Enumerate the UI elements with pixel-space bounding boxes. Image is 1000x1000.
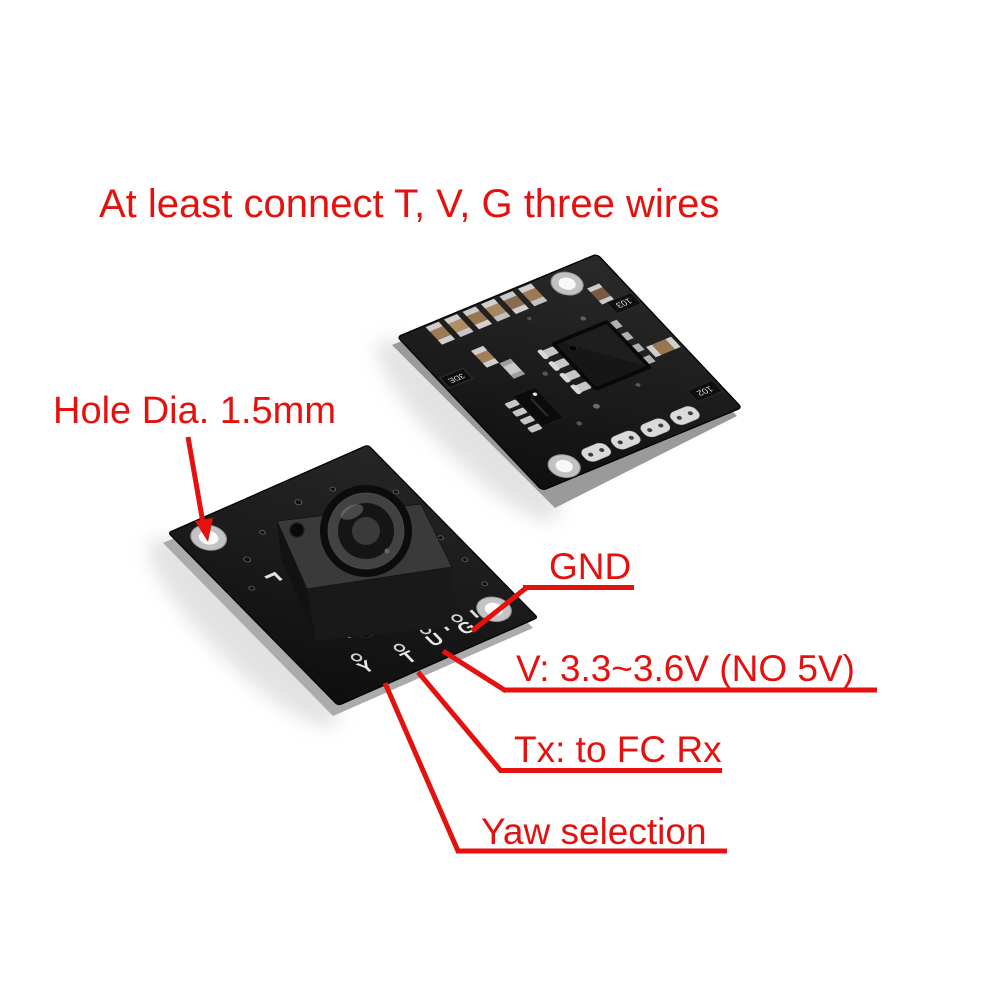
- annotation-yaw: Yaw selection: [481, 811, 707, 852]
- lens-barrel: [320, 485, 412, 577]
- solder-pads: [581, 406, 700, 462]
- capacitor: [646, 336, 681, 358]
- camera-lens-assembly: [276, 485, 453, 641]
- silkscreen-tick: [469, 609, 480, 619]
- leader-line-tx: [416, 670, 503, 773]
- annotation-title: At least connect T, V, G three wires: [99, 182, 720, 226]
- via-dots: [243, 486, 488, 591]
- camera-board: G U T Y: [163, 445, 538, 716]
- annotation-gnd: GND: [549, 546, 632, 587]
- silkscreen-corner-mark: [264, 571, 283, 581]
- breakout-board: 103 102: [392, 254, 741, 508]
- mounting-hole: [550, 271, 584, 296]
- alignment-hole: [288, 521, 306, 539]
- resistor-103: 103: [606, 292, 642, 314]
- board-shadow: [377, 339, 559, 521]
- capacitor-row: [425, 283, 548, 345]
- resistor-102: 102: [686, 379, 724, 403]
- leader-line-gnd: [470, 586, 528, 633]
- resistor-3de: 3DE: [439, 367, 474, 389]
- leader-line-yaw: [382, 682, 461, 852]
- annotation-lines: [185, 436, 877, 854]
- annotation-voltage: V: 3.3~3.6V (NO 5V): [516, 648, 855, 689]
- arrow-line-hole: [185, 436, 206, 524]
- small-chip: [504, 387, 564, 433]
- capacitor: [587, 283, 615, 305]
- chip-legs: [537, 346, 592, 395]
- capacitor: [471, 345, 499, 368]
- annotation-tx: Tx: to FC Rx: [514, 729, 722, 770]
- leader-line-voltage: [441, 648, 508, 694]
- soic8-chip: [537, 319, 656, 395]
- mounting-hole: [547, 454, 581, 479]
- arrowhead-hole: [195, 518, 213, 542]
- board-shadow: [148, 537, 338, 727]
- annotation-hole-dia: Hole Dia. 1.5mm: [53, 390, 336, 432]
- via-dots: [527, 316, 641, 426]
- capacitor: [499, 358, 526, 379]
